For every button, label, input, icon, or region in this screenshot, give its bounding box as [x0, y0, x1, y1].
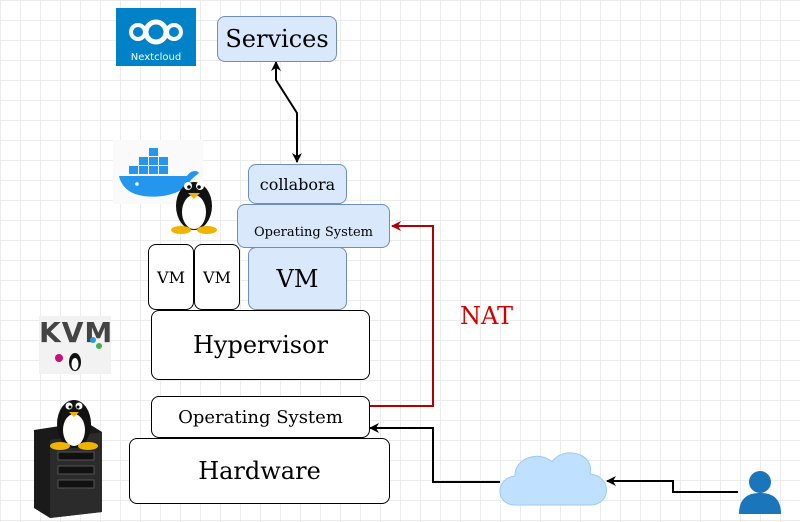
cloud-to-os-arrow — [369, 423, 500, 483]
hardware-node: Hardware — [129, 438, 390, 504]
hypervisor-node: Hypervisor — [151, 310, 370, 380]
collabora-node: collabora — [248, 164, 347, 204]
host-operating-system-node: Operating System — [151, 396, 370, 438]
kvm-penguin-icon — [55, 337, 102, 371]
kvm-logo: KVM — [39, 316, 112, 374]
vm-operating-system-node: Operating System — [237, 204, 390, 248]
server-with-tux-icon — [26, 392, 106, 518]
services-node: Services — [217, 16, 337, 62]
user-icon — [739, 471, 781, 514]
vm-main-node: VM — [248, 247, 347, 310]
nat-label: NAT — [460, 302, 514, 330]
nat-arrow — [370, 221, 434, 407]
vm-small-node-1: VM — [148, 244, 194, 310]
services-collabora-arrow — [271, 61, 302, 163]
nextcloud-rings-icon — [129, 19, 183, 45]
nextcloud-logo: Nextcloud — [116, 8, 196, 66]
vm-small-node-2: VM — [194, 244, 240, 310]
user-to-cloud-arrow — [606, 476, 738, 493]
tux-penguin-icon — [166, 168, 222, 234]
nextcloud-logo-text: Nextcloud — [130, 52, 182, 63]
internet-cloud-icon — [499, 452, 607, 506]
